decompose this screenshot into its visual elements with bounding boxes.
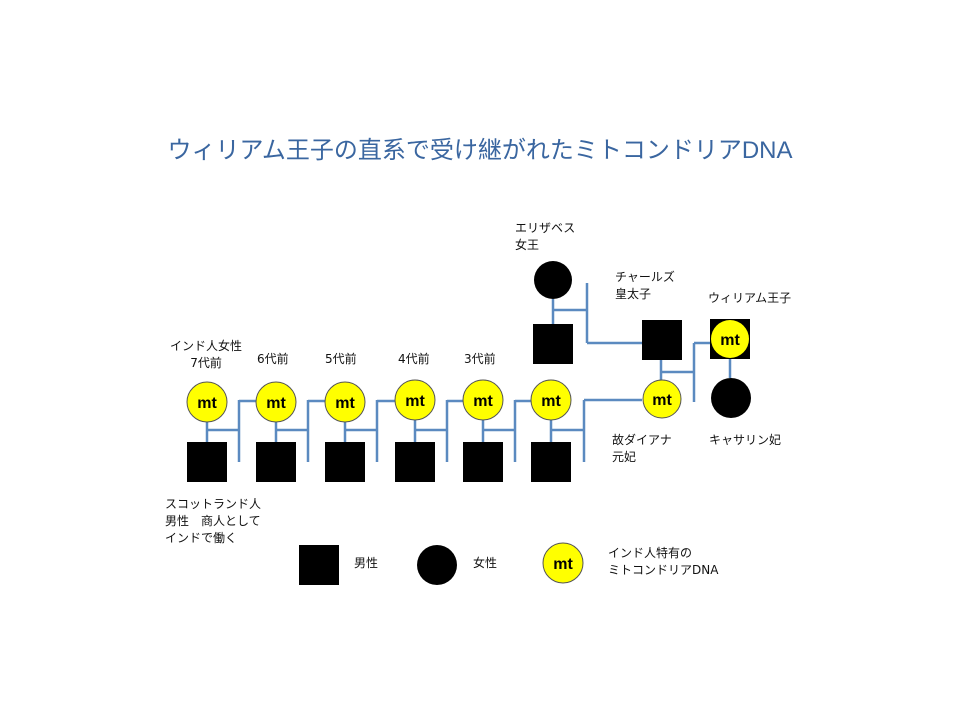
scottish-merchant-label: スコットランド人 男性 商人として インドで働く xyxy=(165,497,262,545)
mt-female-circle: mt xyxy=(186,381,228,423)
svg-text:mt: mt xyxy=(541,393,561,410)
male-square xyxy=(325,442,365,482)
svg-text:mt: mt xyxy=(335,395,355,412)
william-label: ウィリアム王子 xyxy=(708,291,792,305)
diana-mt-circle: mt xyxy=(642,379,682,419)
william-mt-square: mt xyxy=(710,319,750,359)
male-square xyxy=(395,442,435,482)
svg-text:mt: mt xyxy=(720,332,740,349)
legend-mt-label: インド人特有の ミトコンドリアDNA xyxy=(608,546,719,577)
generation-label-6: 6代前 xyxy=(257,352,289,366)
male-square xyxy=(531,442,571,482)
mt-female-circle: mt xyxy=(530,379,572,421)
legend-male-label: 男性 xyxy=(354,556,379,570)
svg-text:mt: mt xyxy=(473,393,493,410)
legend-female-label: 女性 xyxy=(473,556,498,570)
mt-female-circle: mt xyxy=(255,381,297,423)
elizabeth-circle xyxy=(534,261,572,299)
svg-text:mt: mt xyxy=(197,395,217,412)
connector-lines xyxy=(205,283,732,462)
generation-label-4: 4代前 xyxy=(398,352,430,366)
diana-label: 故ダイアナ 元妃 xyxy=(612,433,672,464)
mt-female-circle: mt xyxy=(462,379,504,421)
elizabeth-spouse-square xyxy=(533,324,573,364)
mt-female-circle: mt xyxy=(394,379,436,421)
page-title: ウィリアム王子の直系で受け継がれたミトコンドリアDNA xyxy=(167,137,793,164)
svg-text:mt: mt xyxy=(553,556,573,573)
svg-text:mt: mt xyxy=(266,395,286,412)
generation-label-7: インド人女性 7代前 xyxy=(170,339,243,370)
elizabeth-label: エリザベス 女王 xyxy=(515,221,576,252)
charles-square xyxy=(642,320,682,360)
svg-text:mt: mt xyxy=(405,393,425,410)
charles-label: チャールズ 皇太子 xyxy=(615,270,675,301)
legend-male-icon xyxy=(299,545,339,585)
legend-female-icon xyxy=(417,545,457,585)
male-square xyxy=(463,442,503,482)
catherine-label: キャサリン妃 xyxy=(709,433,782,447)
male-square xyxy=(256,442,296,482)
generation-label-3: 3代前 xyxy=(464,352,496,366)
catherine-circle xyxy=(711,378,751,418)
mt-female-circle: mt xyxy=(324,381,366,423)
legend-mt-icon: mt xyxy=(542,542,584,584)
svg-text:mt: mt xyxy=(652,392,672,409)
male-square xyxy=(187,442,227,482)
generation-label-5: 5代前 xyxy=(325,352,357,366)
